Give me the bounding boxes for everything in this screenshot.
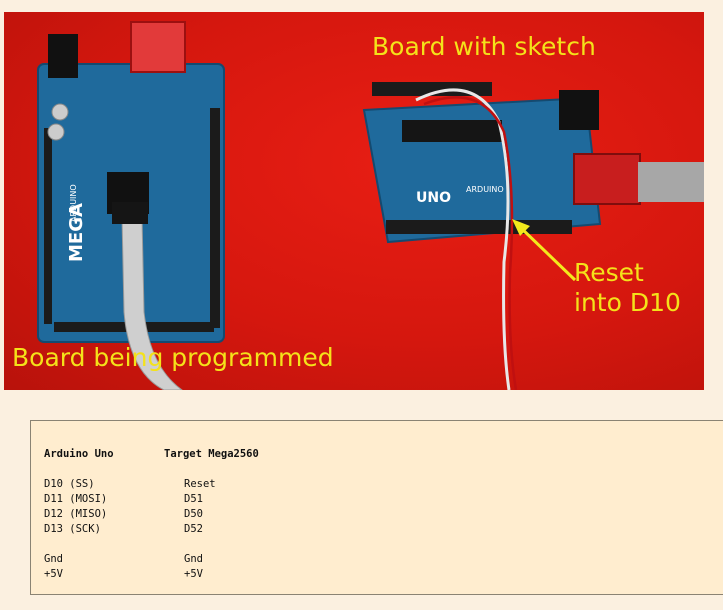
row-target: D50 [184, 508, 203, 520]
wiring-table: Arduino Uno Target Mega2560 D10 (SS) Res… [30, 420, 723, 595]
header-target: Target Mega2560 [164, 448, 259, 460]
uno-board: UNO ARDUINO [362, 82, 704, 390]
caption-board-with-sketch: Board with sketch [372, 32, 596, 61]
ribbon-cable [121, 216, 183, 390]
row-uno: D11 (MOSI) [44, 493, 108, 505]
photo: MEGA ARDUINO UNO ARDUINO [4, 12, 704, 390]
caption-reset: Reset into D10 [574, 258, 681, 318]
uno-power-jack [559, 90, 599, 130]
uno-chip [402, 120, 502, 142]
mega-usb-connector [130, 21, 186, 73]
power-target: Gnd [184, 553, 203, 565]
caption-reset-line2: into D10 [574, 288, 681, 317]
power-uno: Gnd [44, 553, 63, 565]
row-uno: D13 (SCK) [44, 523, 101, 535]
caption-board-being-programmed: Board being programmed [12, 343, 334, 372]
caption-reset-line1: Reset [574, 258, 644, 287]
power-target: +5V [184, 568, 203, 580]
uno-arduino-text: ARDUINO [466, 185, 504, 194]
row-uno: D10 (SS) [44, 478, 95, 490]
usb-cable [638, 162, 704, 202]
mega-power-jack [48, 34, 78, 78]
mega-arduino-text: ARDUINO [69, 184, 78, 222]
mega-logo-text: MEGA [66, 203, 87, 262]
ribbon-plug [112, 202, 148, 224]
mega-board: MEGA ARDUINO [37, 21, 225, 390]
jumper-wire-red [423, 96, 518, 390]
photo-illustration: MEGA ARDUINO UNO ARDUINO [37, 21, 704, 390]
reset-arrow [512, 219, 577, 282]
usb-plug [573, 153, 641, 205]
power-uno: +5V [44, 568, 63, 580]
header-uno: Arduino Uno [44, 448, 114, 460]
uno-logo-text: UNO [416, 190, 451, 206]
row-uno: D12 (MISO) [44, 508, 108, 520]
jumper-wire-white [415, 88, 511, 390]
row-target: D52 [184, 523, 203, 535]
row-target: D51 [184, 493, 203, 505]
row-target: Reset [184, 478, 216, 490]
